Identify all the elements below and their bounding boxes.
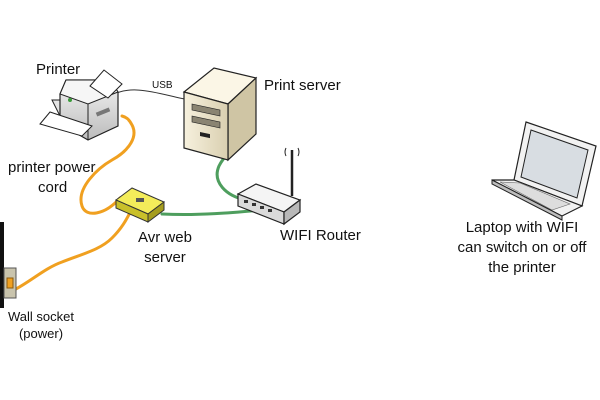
usb-label: USB (152, 80, 173, 91)
laptop-icon (491, 121, 597, 221)
avr-web-server-label-line-1: Avr web (138, 229, 192, 246)
network-cable-router-to-avr (160, 208, 264, 217)
wall-socket-icon (3, 267, 17, 299)
printer-power-cord-label-line-1: printer power (8, 159, 96, 176)
power-cord-wall-to-avr (12, 207, 134, 292)
wifi-router-icon (236, 147, 302, 226)
printer-power-cord-label-line-2: cord (38, 179, 68, 196)
laptop-label: Laptop with WIFI can switch on or off th… (446, 218, 598, 278)
avr-board-icon (115, 187, 165, 223)
wifi-router-label: WIFI Router (280, 227, 361, 244)
wall-socket-label: Wall socket (power) (8, 308, 74, 342)
wall-socket-label-line-2: (power) (18, 326, 64, 341)
power-cord-avr-to-printer (79, 114, 136, 215)
wall-line (0, 222, 4, 308)
laptop-label-line-3: the printer (488, 259, 556, 276)
print-server-label: Print server (264, 77, 341, 94)
printer-label: Printer (36, 61, 81, 78)
server-tower-icon (182, 67, 258, 162)
printer-power-cord-label: printer power cord (8, 158, 96, 198)
avr-web-server-label: Avr web server (138, 228, 192, 268)
avr-web-server-label-line-2: server (144, 249, 186, 266)
wall-socket-label-line-1: Wall socket (8, 309, 74, 324)
usb-cable (110, 89, 191, 101)
printer-icon (39, 69, 123, 141)
laptop-label-line-2: can switch on or off (457, 239, 587, 256)
laptop-label-line-1: Laptop with WIFI (465, 219, 579, 236)
